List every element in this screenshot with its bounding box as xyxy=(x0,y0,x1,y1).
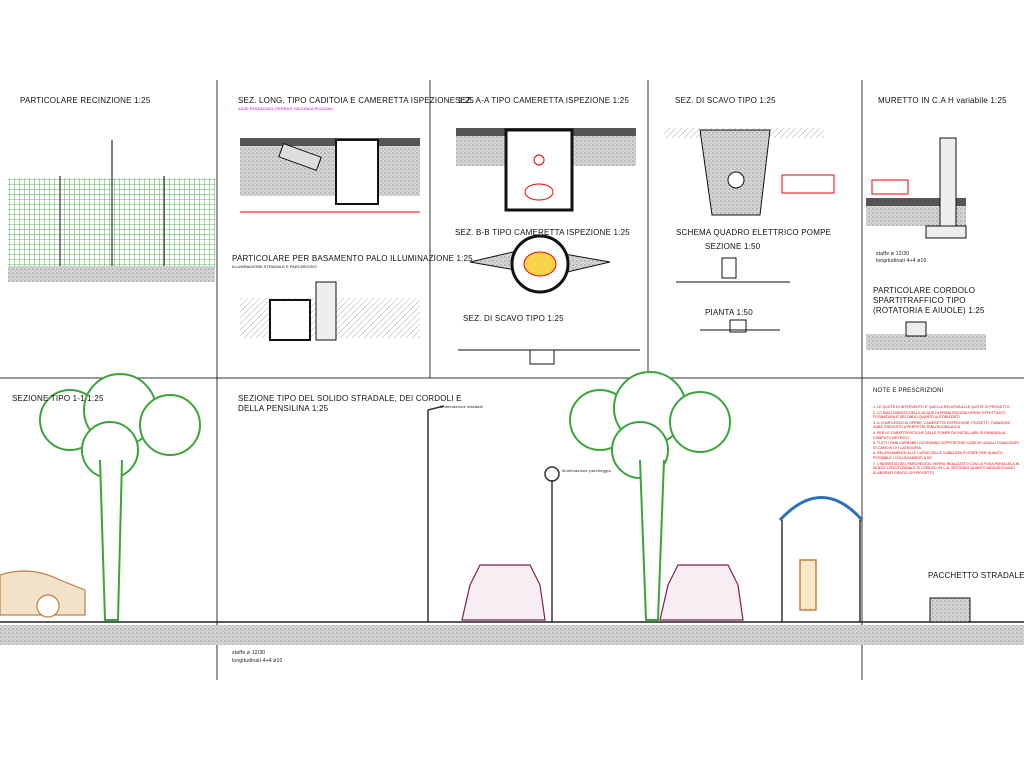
title-cordolo: PARTICOLARE CORDOLO SPARTITRAFFICO TIPO … xyxy=(873,286,985,315)
title-sez-aa: SEZ. A-A TIPO CAMERETTA ISPEZIONE 1:25 xyxy=(455,96,630,105)
title-basamento: PARTICOLARE PER BASAMENTO PALO ILLUMINAZ… xyxy=(232,254,473,263)
cordolo-drawing xyxy=(866,321,986,350)
title-muretto: MURETTO IN C.A H variabile 1:25 xyxy=(878,96,1007,105)
caditoia-drawing xyxy=(240,138,420,213)
car-icon xyxy=(461,564,546,621)
title-recinzione: PARTICOLARE RECINZIONE 1:25 xyxy=(20,96,151,105)
label-longitudinali-bottom: longitudinali 4+4 ø10 xyxy=(232,658,283,664)
note-item: 2. LO SMALTIMENTO DELLE ACQUE DI PRIMA P… xyxy=(873,410,1006,420)
scavo-small-drawing xyxy=(458,349,640,365)
label-illum-stradale: Illuminazione stradale xyxy=(440,404,484,409)
cameretta-aa-drawing xyxy=(456,128,636,212)
note-item: 4. PER LE CARATTERISTICHE DELLE POMPE DA… xyxy=(873,430,1006,440)
label-staffe: staffe ø 12/30 xyxy=(876,251,910,257)
title-scavo: SEZ. DI SCAVO TIPO 1:25 xyxy=(675,96,776,105)
title-sezione-11: SEZIONE TIPO 1-1 1:25 xyxy=(12,394,104,403)
fence-drawing xyxy=(8,140,215,282)
notes-title: NOTE E PRESCRIZIONI xyxy=(873,388,944,394)
bus-shelter-drawing xyxy=(778,496,864,622)
pacchetto-drawing xyxy=(929,597,971,623)
title-pianta-150: PIANTA 1:50 xyxy=(705,308,753,317)
label-staffe-bottom: staffe ø 12/30 xyxy=(232,650,266,656)
street-lamp-icon xyxy=(427,405,560,622)
title-caditoia: SEZ. LONG. TIPO CADITOIA E CAMERETTA ISP… xyxy=(238,96,475,105)
cameretta-bb-drawing xyxy=(469,234,611,294)
note-item: 5. TUTTI I PANI CARRABILI DOVRANNO SOPPO… xyxy=(873,441,1019,450)
panel-dividers xyxy=(0,80,1024,680)
note-item: 1. LE QUOTE DI INTERVENTO E' QUELLA RELA… xyxy=(873,405,1010,409)
tree-icon xyxy=(39,373,201,621)
note-item: 3. IL COMPLESSO DI OPERE, CAMERETTE D'IS… xyxy=(873,420,1010,430)
notes-list: 1. LE QUOTE DI INTERVENTO E' QUELLA RELA… xyxy=(873,405,1021,476)
title-quadro: SCHEMA QUADRO ELETTRICO POMPE xyxy=(676,228,832,237)
title-solido: SEZIONE TIPO DEL SOLIDO STRADALE, DEI CO… xyxy=(238,394,462,413)
label-illum-parcheggio: Illuminazione parcheggio xyxy=(562,468,612,473)
muretto-drawing xyxy=(866,137,967,239)
title-pacchetto: PACCHETTO STRADALE TIPO xyxy=(928,571,1024,580)
note-item: 7. L'INGRESSO DEL PARCHEGGIO VERRA' REAL… xyxy=(873,461,1020,475)
label-longitudinali: longitudinali 4+4 ø10 xyxy=(876,258,927,264)
tree-icon xyxy=(569,371,731,621)
subtitle-caditoia: ASSE PASSAGGIO (TERRA E SECONDA PIOGGIA) xyxy=(238,106,333,111)
quadro-drawing xyxy=(676,257,790,333)
note-item: 6. RELATIVAMENTE ALLE CURVE DELLE TUBAZI… xyxy=(873,451,1003,460)
title-scavo-small: SEZ. DI SCAVO TIPO 1:25 xyxy=(463,314,564,323)
road-section xyxy=(0,621,1024,645)
subtitle-basamento: ILLUMINAZIONE STRADALE E PARCHEGGIO xyxy=(232,264,317,269)
title-sez-bb: SEZ. B-B TIPO CAMERETTA ISPEZIONE 1:25 xyxy=(455,228,630,237)
car-icon xyxy=(659,564,744,621)
basamento-drawing xyxy=(240,281,420,341)
scavo-drawing xyxy=(664,128,835,216)
car-icon xyxy=(0,570,86,618)
title-sezione-150: SEZIONE 1:50 xyxy=(705,242,761,251)
